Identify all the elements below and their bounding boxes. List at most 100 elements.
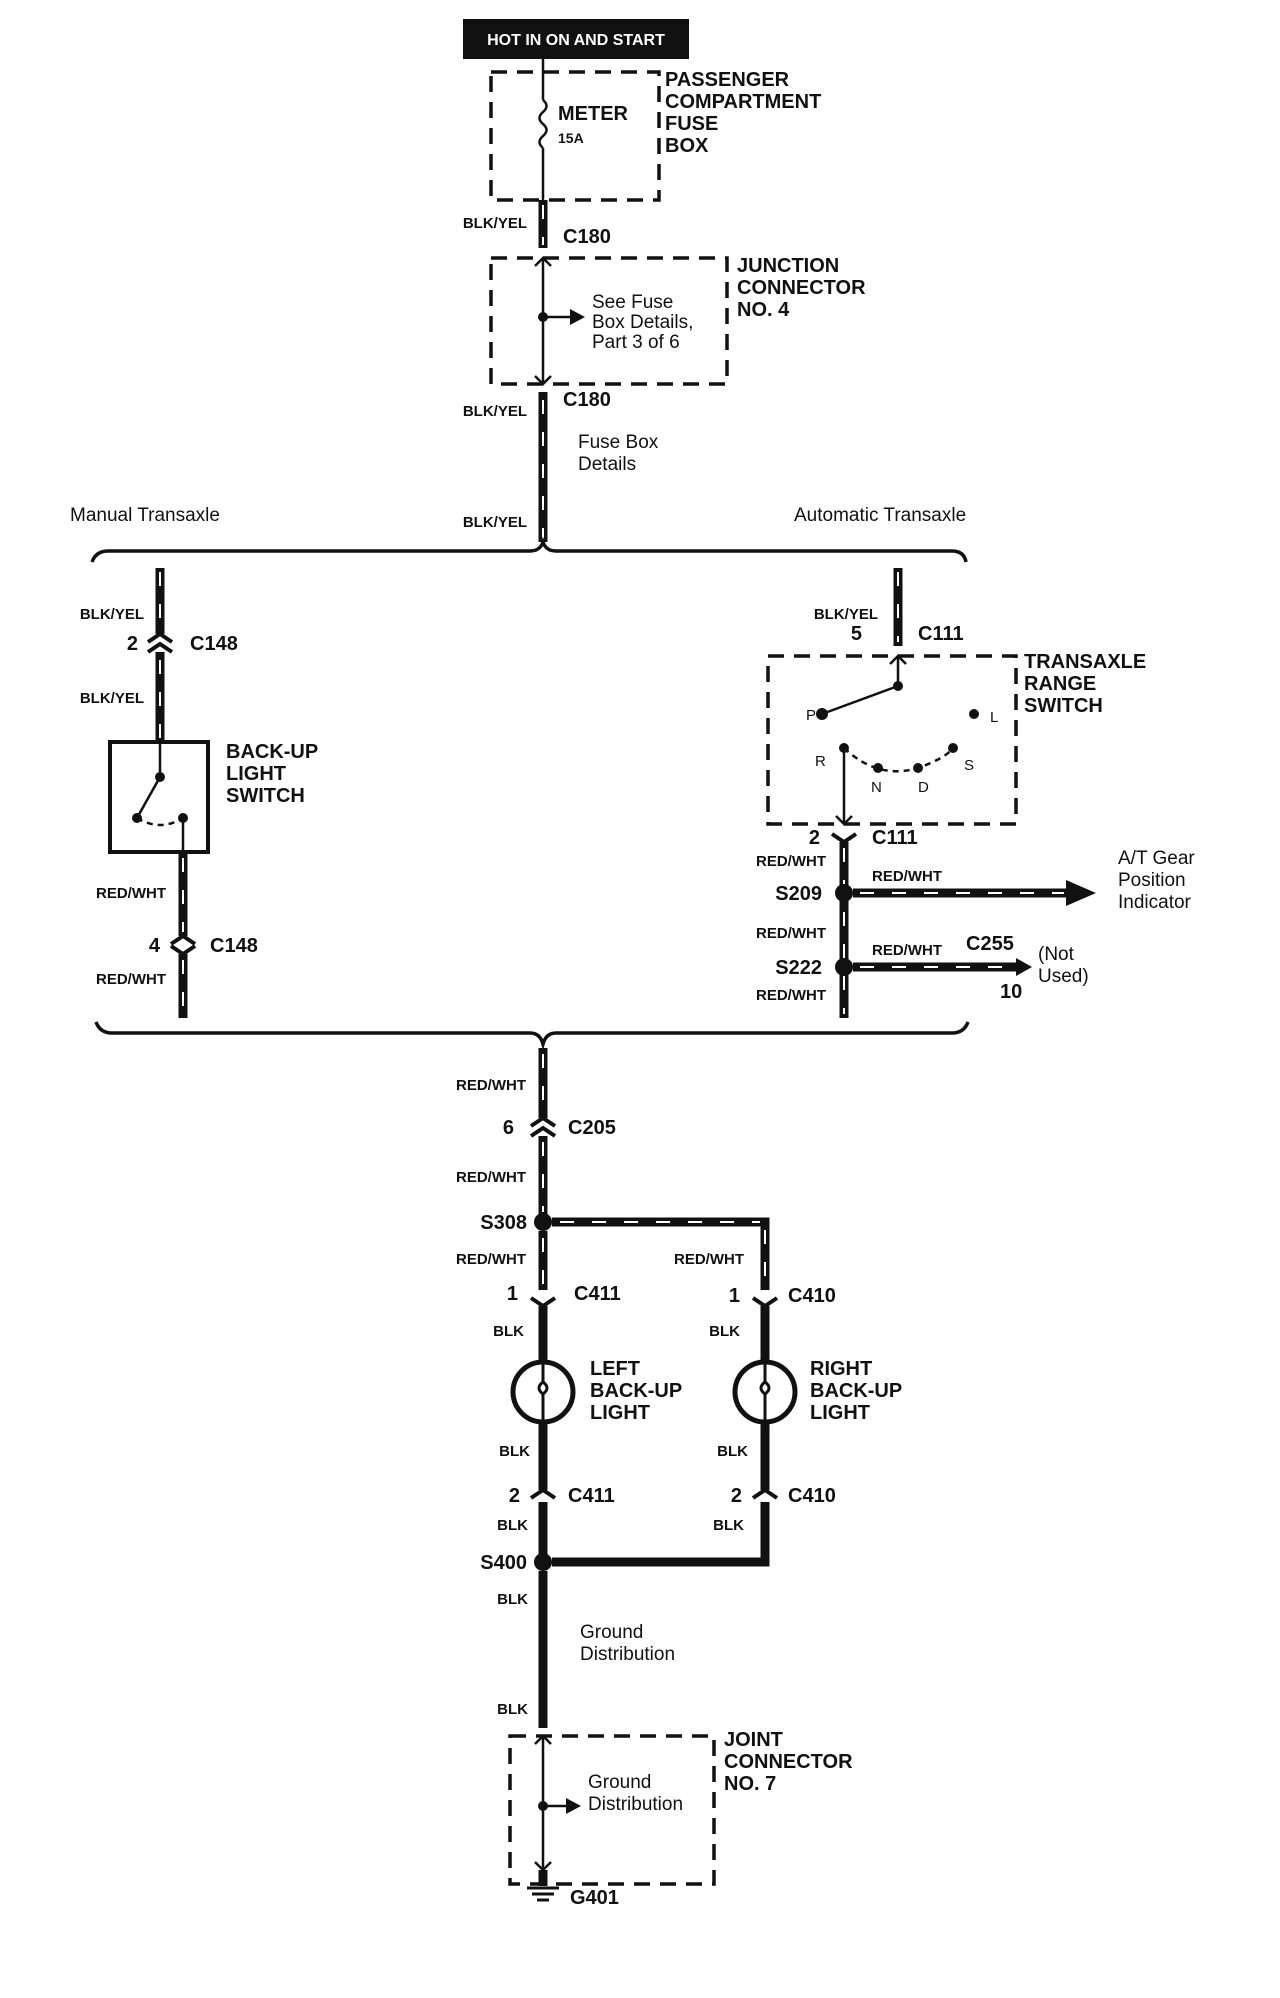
manual-transaxle-label: Manual Transaxle (70, 505, 220, 526)
svg-text:N: N (871, 779, 882, 796)
connector-c180-top: C180 (563, 226, 611, 248)
svg-text:RED/WHT: RED/WHT (96, 971, 166, 988)
svg-text:LIGHT: LIGHT (810, 1402, 870, 1424)
right-backup-light: RIGHT BACK-UP LIGHT (732, 1358, 902, 1425)
svg-text:C148: C148 (190, 633, 238, 655)
svg-text:RED/WHT: RED/WHT (872, 942, 942, 959)
svg-text:RED/WHT: RED/WHT (674, 1251, 744, 1268)
svg-text:RANGE: RANGE (1024, 673, 1096, 695)
left-backup-light: LEFT BACK-UP LIGHT (510, 1358, 682, 1425)
svg-text:S: S (964, 757, 974, 774)
svg-text:(Not: (Not (1038, 944, 1075, 965)
svg-text:C205: C205 (568, 1117, 616, 1139)
svg-text:BLK: BLK (493, 1323, 524, 1340)
connector-c205 (529, 1115, 557, 1138)
svg-text:C410: C410 (788, 1485, 836, 1507)
svg-text:CONNECTOR: CONNECTOR (724, 1751, 853, 1773)
ground-g401: G401 (527, 1870, 619, 1909)
svg-text:NO. 7: NO. 7 (724, 1773, 776, 1795)
svg-text:BACK-UP: BACK-UP (226, 741, 318, 763)
passenger-compartment-fuse-box: METER 15A PASSENGER COMPARTMENT FUSE BOX (489, 69, 821, 202)
svg-text:BLK/YEL: BLK/YEL (814, 606, 878, 623)
variant-brace-top (90, 536, 968, 563)
svg-text:RED/WHT: RED/WHT (756, 925, 826, 942)
svg-text:RIGHT: RIGHT (810, 1358, 872, 1380)
svg-text:BLK: BLK (717, 1443, 748, 1460)
svg-text:LEFT: LEFT (590, 1358, 640, 1380)
svg-text:JOINT: JOINT (724, 1729, 783, 1751)
svg-text:C148: C148 (210, 935, 258, 957)
power-source-label: HOT IN ON AND START (463, 19, 689, 59)
svg-text:BLK: BLK (713, 1517, 744, 1534)
svg-text:BLK: BLK (497, 1517, 528, 1534)
svg-text:D: D (918, 779, 929, 796)
svg-text:5: 5 (851, 623, 862, 645)
svg-text:Indicator: Indicator (1118, 892, 1192, 913)
svg-text:C410: C410 (788, 1285, 836, 1307)
svg-text:S222: S222 (775, 957, 822, 979)
connector-c148-top (146, 631, 174, 654)
svg-text:1: 1 (729, 1285, 740, 1307)
automatic-transaxle-label: Automatic Transaxle (794, 505, 966, 526)
svg-text:JUNCTION: JUNCTION (737, 255, 839, 277)
fuse-rating: 15A (558, 130, 584, 146)
svg-text:BLK: BLK (497, 1701, 528, 1718)
svg-text:1: 1 (507, 1283, 518, 1305)
svg-text:See Fuse: See Fuse (592, 292, 673, 313)
svg-text:BACK-UP: BACK-UP (810, 1380, 902, 1402)
svg-text:Distribution: Distribution (580, 1644, 675, 1665)
svg-text:RED/WHT: RED/WHT (96, 885, 166, 902)
svg-text:RED/WHT: RED/WHT (756, 853, 826, 870)
svg-text:C255: C255 (966, 933, 1014, 955)
svg-text:BLK: BLK (497, 1591, 528, 1608)
svg-text:BLK/YEL: BLK/YEL (463, 514, 527, 531)
svg-text:RED/WHT: RED/WHT (456, 1077, 526, 1094)
svg-text:2: 2 (509, 1485, 520, 1507)
svg-text:Position: Position (1118, 870, 1186, 891)
connector-c180-bottom: C180 (563, 389, 611, 411)
joint-connector-no7: Ground Distribution JOINT CONNECTOR NO. … (508, 1729, 853, 1886)
svg-text:2: 2 (127, 633, 138, 655)
svg-text:Fuse Box: Fuse Box (578, 432, 659, 453)
svg-text:TRANSAXLE: TRANSAXLE (1024, 651, 1146, 673)
splice-s400 (534, 1553, 552, 1571)
svg-text:FUSE: FUSE (665, 113, 718, 135)
fuse-icon (538, 99, 548, 149)
svg-text:Details: Details (578, 454, 636, 475)
svg-text:PASSENGER: PASSENGER (665, 69, 790, 91)
svg-text:RED/WHT: RED/WHT (456, 1169, 526, 1186)
splice-s209 (835, 884, 853, 902)
svg-text:LIGHT: LIGHT (590, 1402, 650, 1424)
connector-c411-top (529, 1296, 557, 1309)
svg-text:Ground: Ground (588, 1772, 651, 1793)
splice-s308 (534, 1213, 552, 1231)
variant-brace-bottom (94, 1021, 970, 1051)
svg-text:C111: C111 (872, 827, 918, 849)
connector-c411-bottom (529, 1487, 557, 1500)
svg-text:Ground: Ground (580, 1622, 643, 1643)
svg-text:4: 4 (149, 935, 161, 957)
svg-text:BLK/YEL: BLK/YEL (80, 606, 144, 623)
fuse-name: METER (558, 103, 629, 125)
svg-text:L: L (990, 709, 998, 726)
svg-text:NO. 4: NO. 4 (737, 299, 790, 321)
splice-s222 (835, 958, 853, 976)
ground-label: G401 (570, 1887, 619, 1909)
connector-c111-bottom (830, 832, 858, 845)
transaxle-range-switch: P R N D S L TRANSAXLE RANGE SWITCH (766, 651, 1146, 826)
svg-text:COMPARTMENT: COMPARTMENT (665, 91, 821, 113)
svg-text:6: 6 (503, 1117, 514, 1139)
svg-text:Box Details,: Box Details, (592, 312, 693, 333)
svg-text:10: 10 (1000, 981, 1022, 1003)
svg-text:LIGHT: LIGHT (226, 763, 286, 785)
svg-text:S209: S209 (775, 883, 822, 905)
backup-light-switch: BACK-UP LIGHT SWITCH (108, 740, 318, 854)
svg-text:BOX: BOX (665, 135, 709, 157)
svg-text:SWITCH: SWITCH (226, 785, 305, 807)
svg-text:2: 2 (809, 827, 820, 849)
junction-connector-no4: See Fuse Box Details, Part 3 of 6 JUNCTI… (489, 255, 866, 386)
svg-text:C411: C411 (574, 1283, 621, 1305)
svg-text:HOT IN ON AND START: HOT IN ON AND START (487, 32, 665, 49)
svg-text:Part 3 of 6: Part 3 of 6 (592, 332, 680, 353)
